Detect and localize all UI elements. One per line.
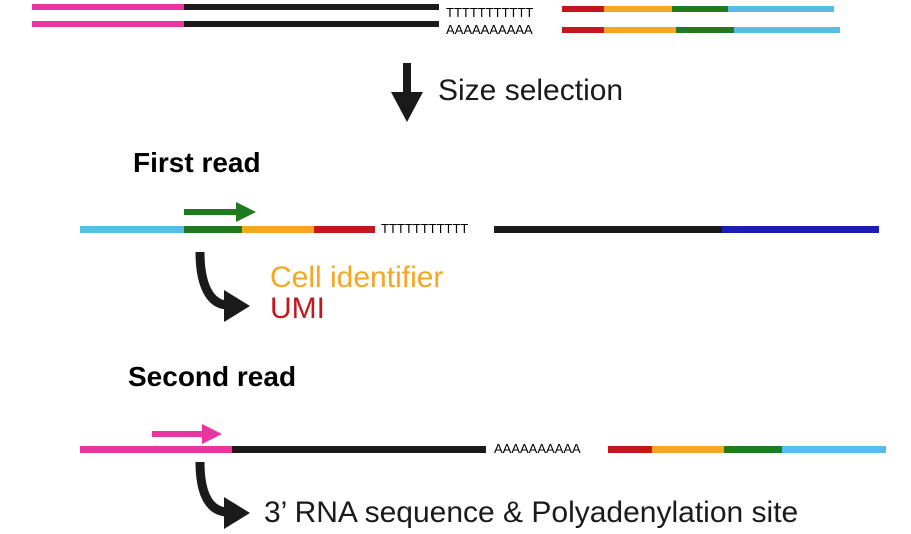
first-read-orange-segment [242,226,314,233]
first-read-black-segment [494,226,722,233]
umi-label: UMI [270,292,325,325]
top-strand-black-segment [184,4,439,10]
top-strand-red-segment [562,6,604,12]
second-read-curved-arrow [195,461,250,529]
first-read-lightblue-segment [80,226,184,233]
top-strand-green-segment [672,6,728,12]
first-read-primer-arrow [184,202,256,222]
size-selection-label: Size selection [438,74,623,107]
top-strand-magenta-segment [32,4,184,10]
second-read-black-segment [232,446,486,453]
bottom-strand-black-segment [184,21,439,27]
second-read-orange-segment [652,446,724,453]
second-read-polyA: AAAAAAAAAA [494,441,581,456]
top-strand-lightblue-segment [728,6,834,12]
bottom-strand-lightblue-segment [734,27,840,33]
top-strand-orange-segment [604,6,672,12]
second-read-primer-arrow [152,424,222,444]
first-read-polyT: TTTTTTTTTTT [381,221,468,236]
first-read-molecule: TTTTTTTTTTT [80,221,879,236]
rna-sequence-label: 3’ RNA sequence & Polyadenylation site [264,496,798,529]
second-read-red-segment [608,446,652,453]
first-read-curved-arrow [195,251,250,322]
bottom-strand-red-segment [562,27,604,33]
bottom-strand-green-segment [676,27,734,33]
size-selection-arrow [391,63,423,122]
second-read-molecule: AAAAAAAAAA [80,441,886,456]
second-read-green-segment [724,446,782,453]
second-read-lightblue-segment [782,446,886,453]
first-read-red-segment [314,226,375,233]
second-read-magenta-segment [80,446,232,453]
bottom-strand-magenta-segment [32,21,184,27]
top-strand-polyT: TTTTTTTTTTT [446,5,533,20]
first-read-green-segment [184,226,242,233]
first-read-darkblue-segment [722,226,879,233]
bottom-strand-polyA: AAAAAAAAAA [446,22,533,37]
first-read-title: First read [133,147,261,178]
second-read-title: Second read [128,361,296,392]
cell-identifier-label: Cell identifier [270,261,443,294]
bottom-strand-orange-segment [604,27,676,33]
top-molecule: TTTTTTTTTTT AAAAAAAAAA [32,4,840,37]
